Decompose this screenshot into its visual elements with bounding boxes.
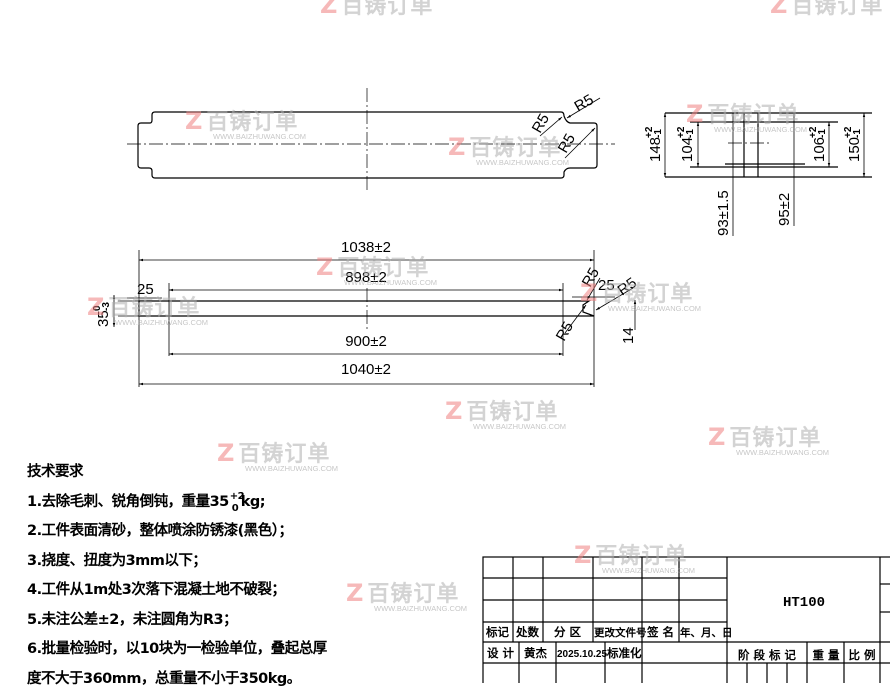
radius-label: R5 bbox=[553, 319, 577, 344]
note-item: 3.挠度、扭度为3mm以下； bbox=[27, 547, 327, 577]
note-text: kg; bbox=[241, 494, 265, 510]
note-item: 度不大于360mm，总重量不小于350kg。 bbox=[27, 665, 327, 694]
dim-1038: 1038±2 bbox=[341, 239, 391, 256]
dim-93: 93±1.5 bbox=[715, 190, 732, 236]
tol-lower: -1 bbox=[852, 129, 863, 138]
header-date: 年、月、日 bbox=[680, 626, 733, 639]
tol-lower: -1 bbox=[653, 129, 664, 138]
radius-label: R5 bbox=[555, 131, 579, 156]
radius-label: R5 bbox=[615, 274, 640, 299]
notes-title: 技术要求 bbox=[27, 458, 327, 488]
header-count: 处数 bbox=[515, 625, 539, 639]
note-item: 6.批量检验时，以10块为一检验单位，叠起总厚 bbox=[27, 635, 327, 665]
dim-value: 148 bbox=[647, 137, 664, 162]
dim-104: 104 +2 -1 bbox=[676, 126, 696, 162]
header-zone: 分 区 bbox=[554, 625, 582, 639]
note-item: 5.未注公差±2，未注圆角为R3； bbox=[27, 606, 327, 636]
standardization-label: 标准化 bbox=[606, 646, 642, 660]
dim-900: 900±2 bbox=[345, 333, 387, 350]
weight-label: 重 量 bbox=[812, 648, 840, 662]
tol-lower: -3 bbox=[101, 302, 112, 311]
radius-label: R5 bbox=[529, 111, 553, 136]
dim-150: 150 +2 -1 bbox=[843, 126, 863, 162]
dim-106: 106 +2 -1 bbox=[808, 126, 828, 162]
header-mark: 标记 bbox=[485, 625, 509, 639]
design-label: 设 计 bbox=[487, 646, 515, 660]
header-signature: 签 名 bbox=[646, 625, 674, 639]
dim-898: 898±2 bbox=[345, 269, 387, 286]
dim-95: 95±2 bbox=[776, 193, 793, 226]
tol-lower: -1 bbox=[685, 129, 696, 138]
dim-35: 35 0 -3 bbox=[92, 302, 112, 327]
dim-25-right: 25 bbox=[598, 277, 615, 294]
dim-25-left: 25 bbox=[137, 281, 154, 298]
design-date: 2025.10.25 bbox=[557, 649, 607, 660]
dim-value: 106 bbox=[811, 137, 828, 162]
note-item: 4.工件从1m处3次落下混凝土地不破裂； bbox=[27, 576, 327, 606]
dim-value: 35 bbox=[95, 310, 112, 327]
material-label: HT100 bbox=[783, 595, 825, 611]
dim-value: 104 bbox=[679, 137, 696, 162]
top-view: R5 R5 R5 bbox=[127, 88, 615, 192]
scale-label: 比 例 bbox=[848, 648, 875, 662]
side-view-outline bbox=[139, 301, 594, 316]
end-view: 148 +2 -1 104 +2 -1 106 +2 -1 150 +2 -1 … bbox=[644, 113, 872, 236]
tol-lower: -1 bbox=[817, 129, 828, 138]
dim-1040: 1040±2 bbox=[341, 361, 391, 378]
side-view: 1038±2 898±2 900±2 1040±2 25 35 0 -3 25 … bbox=[92, 239, 640, 387]
tol-lower: 0 bbox=[232, 494, 238, 524]
top-view-outline bbox=[138, 112, 597, 178]
radius-label: R5 bbox=[572, 91, 597, 115]
dim-value: 150 bbox=[846, 137, 863, 162]
designer-name: 黄杰 bbox=[524, 646, 547, 660]
title-block-border bbox=[483, 557, 890, 683]
dim-148: 148 +2 -1 bbox=[644, 126, 664, 162]
note-text: 1.去除毛刺、锐角倒钝，重量35 bbox=[27, 494, 229, 510]
dim-14: 14 bbox=[620, 327, 637, 344]
title-block: 标记 处数 分 区 更改文件号 签 名 年、月、日 设 计 黄杰 2025.10… bbox=[483, 557, 890, 683]
header-change-doc: 更改文件号 bbox=[594, 626, 647, 639]
note-item: 2.工件表面清砂，整体喷涂防锈漆(黑色）； bbox=[27, 517, 327, 547]
stage-mark-label: 阶 段 标 记 bbox=[738, 648, 797, 662]
